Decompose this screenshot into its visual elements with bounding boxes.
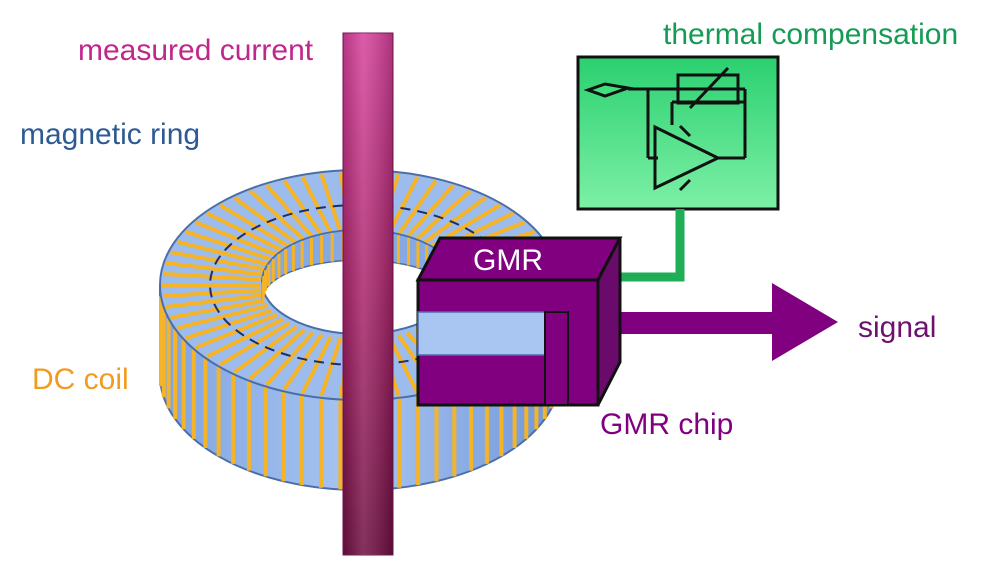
coil-winding — [218, 321, 291, 367]
coil-winding — [319, 337, 343, 397]
coil-winding — [233, 195, 298, 245]
magnetic-ring-label: magnetic ring — [20, 118, 201, 151]
coil-winding — [194, 313, 278, 350]
measured-current-label: measured current — [78, 34, 314, 67]
coil-winding — [176, 239, 269, 267]
coil-winding — [165, 261, 263, 277]
amplifier-circuit-icon — [583, 66, 747, 192]
coil-winding — [233, 325, 298, 375]
coil-winding — [176, 303, 269, 331]
coil-winding — [282, 179, 324, 237]
coil-winding — [396, 179, 438, 237]
coil-winding — [422, 195, 487, 245]
coil-winding — [387, 335, 420, 395]
coil-winding — [319, 173, 343, 233]
coil-winding — [194, 220, 278, 257]
gmr-label: GMR — [473, 244, 543, 277]
arrow-right-icon — [772, 283, 838, 361]
ring-gap-cut — [544, 311, 569, 406]
coil-winding — [300, 335, 333, 395]
coil-winding — [248, 189, 306, 242]
signal-label: signal — [858, 311, 937, 344]
coil-winding — [405, 183, 455, 239]
coil-winding — [414, 189, 472, 242]
gmr-chip-label: GMR chip — [600, 408, 734, 441]
coil-winding — [300, 175, 333, 235]
coil-winding — [206, 211, 284, 253]
coil-winding — [248, 328, 306, 381]
signal-shaft — [605, 312, 775, 334]
coil-winding — [387, 175, 420, 235]
thermal-compensation-label: thermal compensation — [663, 18, 959, 51]
ring-gap-end — [417, 311, 546, 356]
coil-winding — [282, 333, 324, 391]
coil-winding — [265, 331, 315, 387]
coil-winding — [206, 317, 284, 359]
current-conductor-shade — [343, 33, 393, 555]
dc-coil-label: DC coil — [32, 363, 129, 396]
coil-winding — [165, 293, 263, 309]
coil-winding — [265, 183, 315, 239]
coil-winding — [218, 203, 291, 249]
